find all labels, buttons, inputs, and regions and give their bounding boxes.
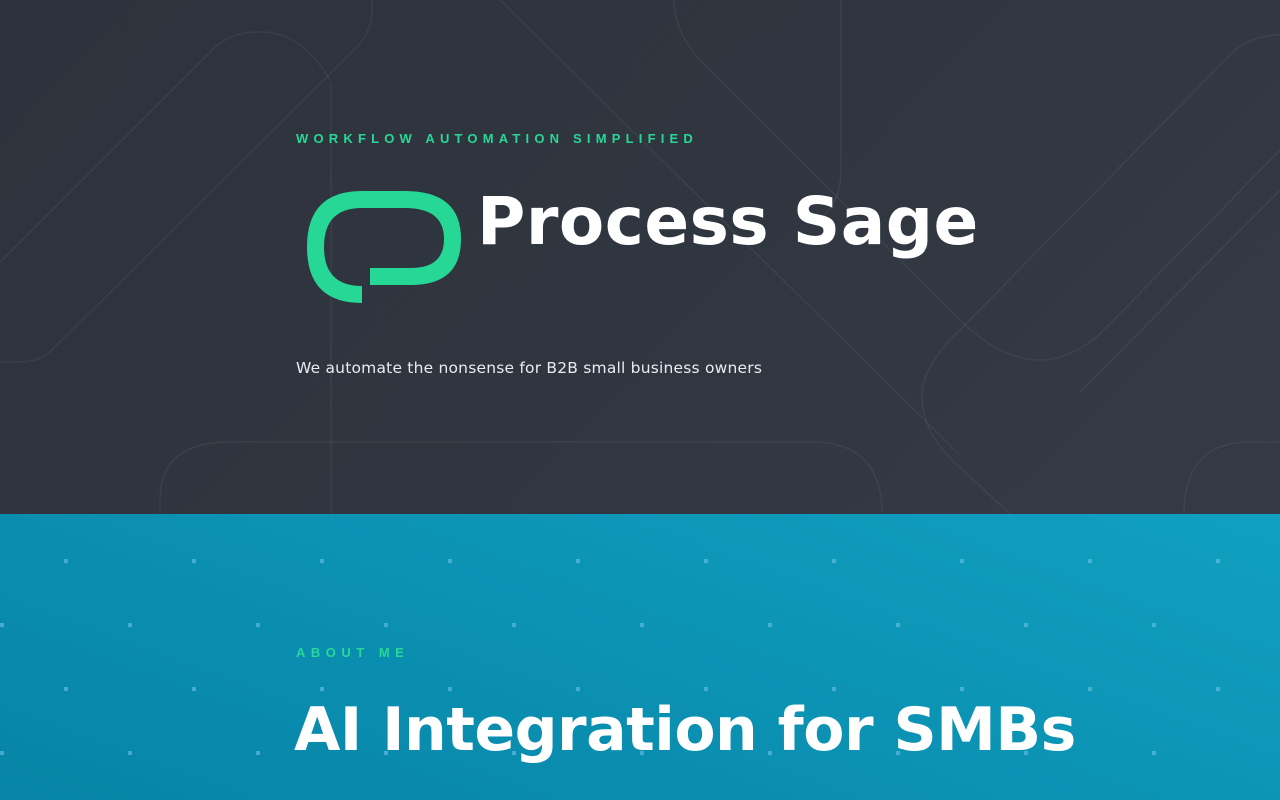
about-eyebrow: ABOUT ME — [296, 645, 410, 660]
brand-name: Process Sage — [477, 183, 979, 260]
hero-eyebrow: WORKFLOW AUTOMATION SIMPLIFIED — [296, 131, 699, 146]
hero-section: WORKFLOW AUTOMATION SIMPLIFIED Process S… — [0, 0, 1280, 514]
process-sage-logo-icon — [307, 191, 461, 303]
about-section: ABOUT ME AI Integration for SMBs — [0, 514, 1280, 800]
dot-grid-decoration — [0, 559, 1220, 755]
brand-lockup: Process Sage — [305, 183, 978, 308]
about-title: AI Integration for SMBs — [294, 695, 1076, 765]
background-decoration — [0, 0, 1280, 514]
hero-tagline: We automate the nonsense for B2B small b… — [296, 359, 763, 377]
